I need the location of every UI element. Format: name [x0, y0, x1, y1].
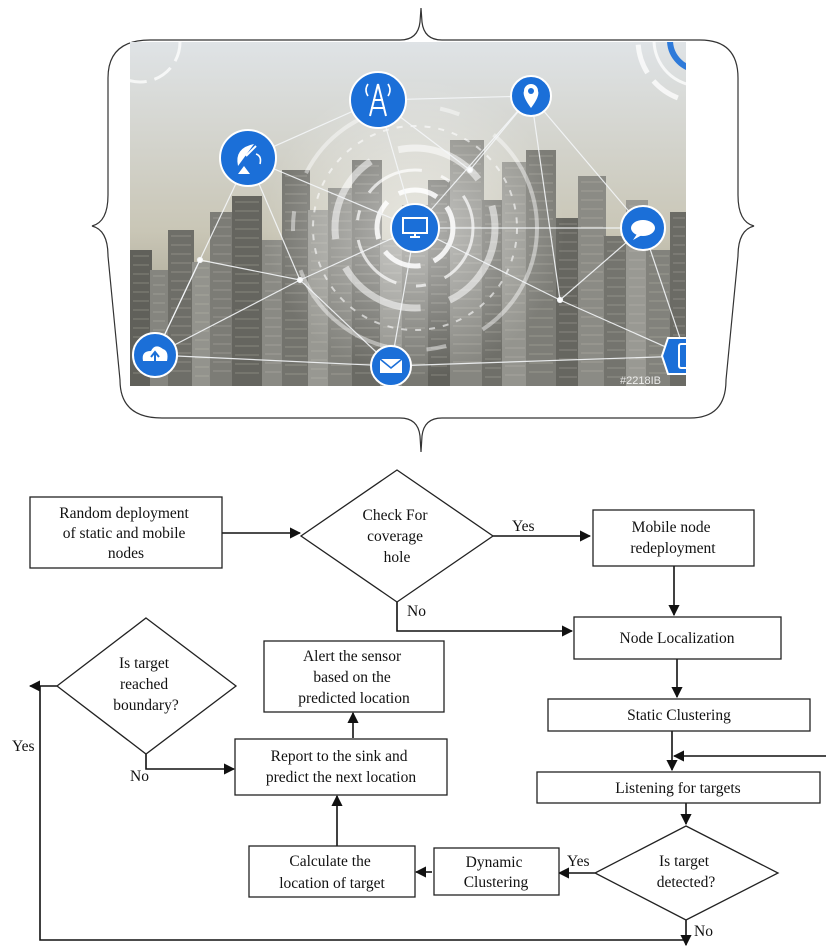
network-link: [154, 354, 392, 367]
edge-boundary-no-to-report: [145, 752, 236, 775]
edge-check-no-to-localization: [396, 598, 574, 637]
node-static-clustering-label: Static Clustering: [627, 707, 731, 724]
decision-is-target-detected: Is target detected?: [593, 825, 780, 921]
label-boundary-no: No: [130, 768, 149, 785]
node-calculate-location: Calculate the location of target: [248, 845, 416, 898]
frame-right-brace: [725, 78, 755, 381]
cell-tower-icon: [349, 71, 407, 129]
label-coverage-no: No: [407, 603, 426, 620]
network-link: [414, 95, 532, 229]
smartphone-icon: [660, 337, 686, 375]
network-node-dot: [466, 166, 474, 174]
network-link: [247, 157, 416, 229]
frame-left-brace: [91, 78, 121, 381]
network-link: [199, 259, 301, 281]
flowchart: Random deployment of static and mobile n…: [12, 469, 826, 947]
network-node-dot: [556, 296, 564, 304]
node-report-sink: Report to the sink and predict the next …: [234, 738, 448, 796]
decision-is-target-detected-label: Is target detected?: [657, 853, 716, 891]
network-link: [154, 279, 301, 356]
chat-bubble-icon: [620, 205, 666, 251]
label-detected-no: No: [694, 923, 713, 940]
building: [232, 196, 262, 386]
network-node-dot: [196, 256, 204, 264]
decision-check-coverage-hole-label: Check For coverage hole: [363, 507, 432, 566]
node-listening-targets: Listening for targets: [536, 771, 821, 804]
node-mobile-redeployment: Mobile node redeployment: [592, 509, 755, 567]
satellite-dish-icon: [219, 129, 277, 187]
node-report-sink-label: Report to the sink and predict the next …: [266, 748, 416, 786]
node-random-deployment: Random deployment of static and mobile n…: [29, 496, 223, 569]
corner-arcs: [130, 42, 686, 103]
location-pin-icon: [510, 75, 552, 117]
node-alert-sensor: Alert the sensor based on the predicted …: [263, 640, 445, 713]
node-mobile-redeployment-label: Mobile node redeployment: [630, 519, 716, 557]
decision-check-coverage-hole: Check For coverage hole: [299, 469, 495, 603]
network-link: [390, 355, 686, 367]
edge-left-return-to-bottom: [39, 686, 686, 941]
node-static-clustering: Static Clustering: [547, 698, 811, 732]
label-detected-yes: Yes: [567, 853, 590, 870]
monitor-icon: [390, 203, 440, 253]
network-link: [414, 227, 561, 301]
building: [210, 212, 234, 386]
label-coverage-yes: Yes: [512, 518, 535, 535]
node-calculate-location-label: Calculate the location of target: [279, 853, 385, 892]
decision-is-target-boundary-label: Is target reached boundary?: [113, 655, 179, 714]
network-link: [530, 95, 561, 301]
node-alert-sensor-label: Alert the sensor based on the predicted …: [298, 648, 410, 707]
node-random-deployment-label: Random deployment of static and mobile n…: [59, 505, 192, 562]
connectors: [28, 527, 826, 947]
smart-city-illustration: #2218IB: [130, 42, 686, 387]
node-dynamic-clustering: Dynamic Clustering: [433, 847, 560, 896]
building: [192, 262, 212, 386]
building: [604, 236, 628, 386]
node-dynamic-clustering-label: Dynamic Clustering: [464, 854, 529, 891]
node-localization-label: Node Localization: [620, 630, 735, 647]
envelope-icon: [370, 345, 412, 386]
network-node-dot: [296, 276, 304, 284]
node-listening-targets-label: Listening for targets: [615, 780, 740, 797]
label-boundary-yes: Yes: [12, 738, 35, 755]
node-localization: Node Localization: [573, 616, 782, 660]
cloud-upload-icon: [132, 332, 178, 378]
image-watermark: #2218IB: [620, 375, 661, 387]
decision-is-target-boundary: Is target reached boundary?: [55, 617, 238, 755]
network-link: [530, 95, 644, 229]
frame-bottom-brace: [119, 379, 727, 453]
